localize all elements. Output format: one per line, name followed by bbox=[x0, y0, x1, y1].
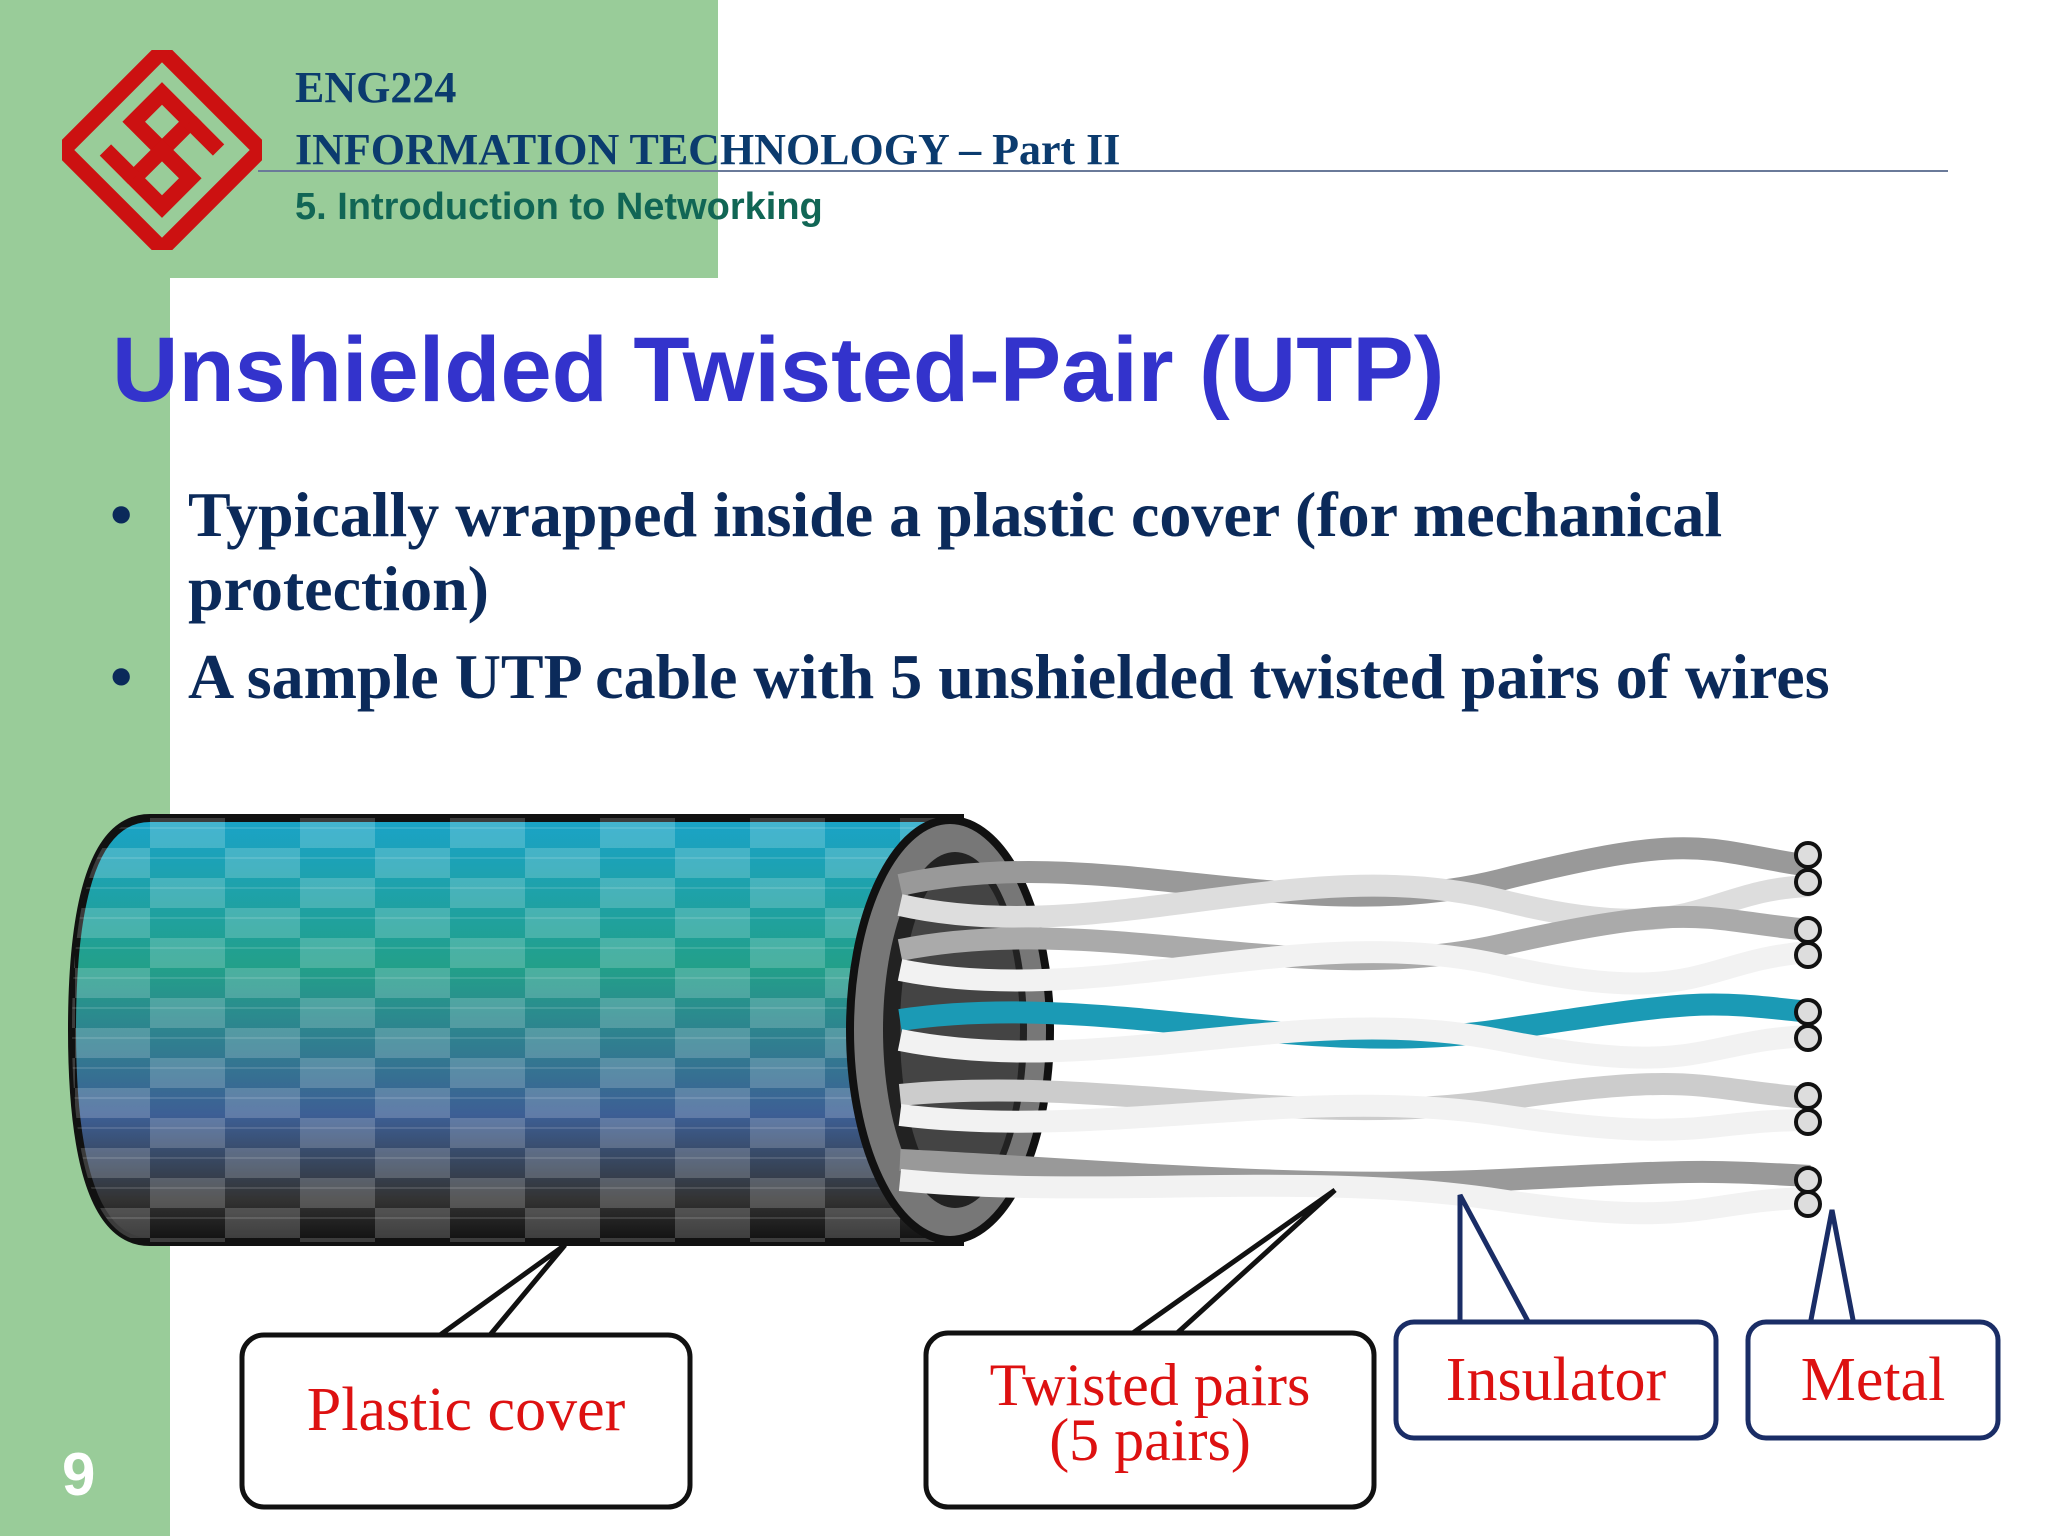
wire-ends-graphic bbox=[1794, 841, 1822, 1218]
label-twisted-pairs-line2: (5 pairs) bbox=[1049, 1407, 1251, 1473]
header-divider bbox=[258, 170, 1948, 172]
page-number: 9 bbox=[62, 1441, 96, 1508]
label-insulator: Insulator bbox=[1446, 1346, 1667, 1414]
bullet-marker: • bbox=[110, 479, 133, 550]
top-green-band bbox=[0, 0, 718, 278]
utp-cable-illustration: Plastic cover Twisted pairs (5 pairs) In… bbox=[67, 814, 2001, 1510]
callout-plastic-cover: Plastic cover bbox=[239, 1242, 693, 1510]
callout-metal: Metal bbox=[1745, 1209, 2001, 1441]
callout-insulator: Insulator bbox=[1393, 1193, 1719, 1441]
bullet-marker: • bbox=[110, 641, 133, 712]
bullet-text: Typically wrapped inside a plastic cover… bbox=[188, 479, 1723, 624]
twisted-pairs-graphic bbox=[897, 837, 1812, 1225]
label-twisted-pairs-line1: Twisted pairs bbox=[990, 1352, 1311, 1418]
label-plastic-cover: Plastic cover bbox=[307, 1376, 626, 1444]
label-metal: Metal bbox=[1801, 1346, 1946, 1414]
section-title: 5. Introduction to Networking bbox=[295, 186, 823, 228]
bullet-item: • Typically wrapped inside a plastic cove… bbox=[110, 478, 1970, 626]
bullet-item: • A sample UTP cable with 5 unshielded tw… bbox=[110, 640, 1970, 714]
bullet-list: • Typically wrapped inside a plastic cove… bbox=[110, 478, 1970, 728]
bullet-text: A sample UTP cable with 5 unshielded twi… bbox=[188, 641, 1830, 712]
university-logo bbox=[62, 50, 262, 250]
course-code: ENG224 bbox=[295, 63, 457, 112]
slide-title: Unshielded Twisted-Pair (UTP) bbox=[112, 319, 1445, 421]
callout-twisted-pairs: Twisted pairs (5 pairs) bbox=[923, 1187, 1377, 1510]
course-title: INFORMATION TECHNOLOGY – Part II bbox=[295, 125, 1121, 174]
